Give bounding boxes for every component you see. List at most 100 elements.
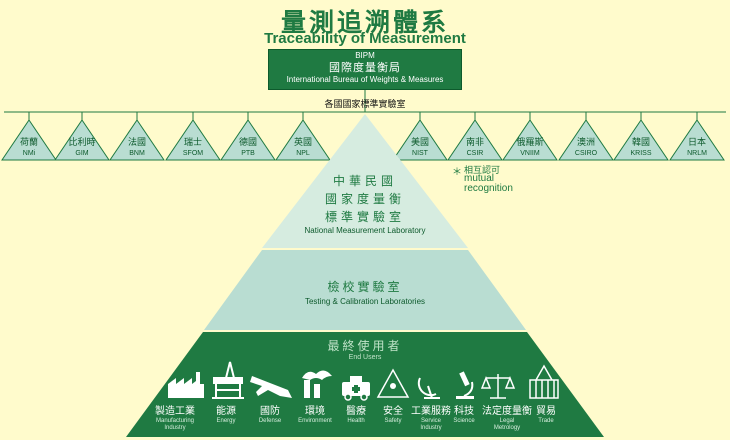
pyramid-top-level (262, 114, 468, 248)
user-name-english: Industry (420, 425, 442, 431)
lab-name-chinese: 美國 (410, 138, 429, 148)
lab-label: 比利時 GIM (57, 138, 107, 158)
user-name-chinese: 安全 (383, 406, 403, 417)
lab-triangle (392, 119, 448, 161)
nml-chinese-line-2: 國家度量衡 (324, 192, 405, 206)
lab-triangle (165, 119, 221, 161)
lab-label: 法國 BNM (112, 138, 162, 158)
lab-name-english: GIM (75, 150, 89, 157)
lab-triangle (447, 119, 503, 161)
user-name-chinese: 國防 (260, 406, 280, 417)
user-name-chinese: 製造工業 (155, 406, 195, 417)
user-name-chinese: 科技 (454, 406, 474, 417)
lab-name-english: CSIR (466, 150, 484, 157)
lab-name-chinese: 澳洲 (576, 138, 595, 148)
lab-triangle (558, 119, 614, 161)
lab-name-chinese: 俄羅斯 (516, 138, 544, 148)
lab-label: 南非 CSIR (450, 138, 500, 158)
warning-icon (376, 368, 410, 398)
bipm-english: International Bureau of Weights & Measur… (286, 75, 444, 84)
oil-rig-icon (212, 361, 244, 399)
lab-name-english: NPL (296, 150, 310, 157)
lab-label: 美國 NIST (395, 138, 445, 158)
lab-name-chinese: 英國 (293, 138, 312, 148)
nml-english: National Measurement Laboratory (304, 226, 426, 235)
lab-triangle (502, 119, 558, 161)
container-icon (529, 364, 559, 399)
lab-label: 俄羅斯 VNIIM (505, 138, 555, 158)
user-name-english: Environment (298, 418, 332, 424)
lab-label: 英國 NPL (278, 138, 328, 158)
lab-name-chinese: 德國 (238, 138, 257, 148)
national-labs-label: 各國國家標準實驗室 (324, 100, 406, 110)
nml-chinese-line-3: 標準實驗室 (324, 210, 405, 224)
lab-triangles (1, 112, 725, 161)
lab-triangle (669, 119, 725, 161)
lab-name-english: CSIRO (574, 150, 598, 157)
user-name-english: Science (453, 418, 475, 424)
microscope-icon (456, 371, 474, 399)
lab-name-english: SFOM (182, 150, 204, 157)
user-name-chinese: 醫療 (346, 406, 366, 417)
lab-name-chinese: 瑞士 (183, 138, 202, 148)
user-name-english: Metrology (493, 425, 521, 431)
user-name-english: Legal (499, 418, 515, 424)
lab-triangle (275, 119, 331, 161)
bipm-abbr: BIPM (355, 51, 375, 60)
user-name-english: Trade (538, 418, 554, 424)
ambulance-icon (342, 376, 370, 401)
user-name-chinese: 工業服務 (411, 406, 451, 417)
lab-name-chinese: 南非 (465, 138, 484, 148)
bipm-box: BIPM 國際度量衡局 International Bureau of Weig… (268, 49, 462, 90)
lab-triangle (613, 119, 669, 161)
user-name-chinese: 貿易 (536, 406, 556, 417)
factory-icon (168, 372, 204, 398)
mutual-recognition-chinese: 相互認可 (464, 166, 501, 176)
lab-name-english: VNIIM (520, 150, 540, 157)
lab-name-chinese: 韓國 (631, 138, 650, 148)
user-name-chinese: 能源 (216, 406, 236, 417)
lab-name-english: NMi (22, 150, 36, 157)
lab-label: 澳洲 CSIRO (561, 138, 611, 158)
user-name-chinese: 法定度量衡 (482, 406, 532, 417)
user-name-english: Manufacturing (155, 418, 195, 424)
user-name-english: Industry (164, 425, 186, 431)
lab-name-english: NIST (412, 150, 428, 157)
user-name-english: Service (420, 418, 441, 424)
mutual-recognition-english-2: recognition (464, 183, 513, 194)
testing-labs-chinese: 檢校實驗室 (327, 280, 403, 294)
scale-icon (480, 374, 516, 399)
smokestack-icon (302, 370, 332, 398)
satellite-dish-icon (417, 377, 440, 399)
lab-name-chinese: 法國 (127, 138, 146, 148)
user-name-english: Defense (258, 418, 282, 424)
nml-chinese-line-1: 中華民國 (332, 174, 397, 188)
lab-name-chinese: 比利時 (68, 138, 96, 148)
lab-label: 荷蘭 NMi (4, 138, 54, 158)
end-users-english: End Users (348, 354, 382, 361)
lab-triangle (54, 119, 110, 161)
lab-triangle (220, 119, 276, 161)
lab-name-chinese: 荷蘭 (19, 138, 38, 148)
lab-name-english: BNM (129, 150, 145, 157)
lab-name-english: NRLM (687, 150, 707, 157)
title-english: Traceability of Measurement (264, 30, 466, 47)
lab-triangle (1, 119, 57, 161)
bipm-chinese: 國際度量衡局 (329, 61, 401, 74)
lab-triangle (109, 119, 165, 161)
user-name-chinese: 環境 (305, 406, 325, 417)
end-users-chinese: 最終使用者 (327, 339, 403, 353)
